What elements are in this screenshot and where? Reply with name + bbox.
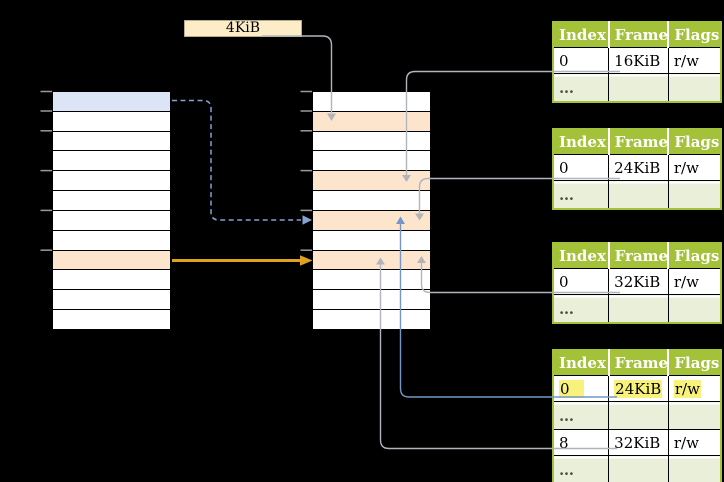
highlighted-value: 24KiB (614, 379, 663, 398)
column-header-index: Index (553, 350, 609, 376)
physical-frame-row (313, 310, 430, 329)
virtual-page-row (53, 111, 170, 132)
column-header-index: Index (553, 22, 609, 48)
virtual-page-row (53, 270, 170, 291)
arrow-virtual-page0-to-frame (172, 99, 301, 221)
virtual-page-row (53, 230, 170, 251)
virtual-memory-column (52, 91, 171, 330)
column-header-frame: Frame (607, 129, 669, 155)
cell-frame (608, 455, 669, 482)
column-header-flags: Flags (667, 129, 721, 155)
cell-frame (608, 73, 669, 102)
virtual-page-row (53, 131, 170, 152)
cell-index: … (553, 294, 609, 323)
cell-flags: r/w (667, 429, 721, 456)
cell-frame: 32KiB (608, 268, 669, 295)
ellipsis-row: … (553, 180, 721, 209)
cell-frame (608, 180, 669, 209)
arrowhead-right-icon (302, 215, 312, 225)
cell-flags (667, 455, 721, 482)
physical-frame-row (313, 92, 430, 112)
cell-index: 0 (553, 47, 609, 74)
cell-flags (667, 294, 721, 323)
cell-index: … (553, 73, 609, 102)
ellipsis-row: … (553, 73, 721, 102)
cell-flags: r/w (667, 47, 721, 74)
physical-frame-row (313, 230, 430, 251)
virtual-page-row (53, 310, 170, 329)
cell-index: … (553, 180, 609, 209)
virtual-page-row (53, 151, 170, 172)
physical-frame-row (313, 131, 430, 152)
physical-frame-row (313, 151, 430, 172)
cell-index: 0 (553, 268, 609, 295)
cell-flags (667, 73, 721, 102)
column-header-flags: Flags (667, 22, 721, 48)
frame-size-label: 4KiB (184, 20, 302, 37)
cell-frame (608, 294, 669, 323)
cell-flags: r/w (667, 268, 721, 295)
physical-frame-row-orange (313, 210, 430, 231)
physical-frame-row-orange (313, 250, 430, 271)
ellipsis-row: … (553, 294, 721, 323)
arrowhead-right-icon (300, 255, 313, 266)
cell-index: 0 (553, 154, 609, 181)
virtual-page-row (53, 210, 170, 231)
cell-flags: r/w (667, 375, 721, 402)
cell-frame (608, 401, 669, 430)
column-header-index: Index (553, 129, 609, 155)
cell-index: 8 (553, 429, 609, 456)
physical-frame-row (313, 290, 430, 311)
cell-frame: 24KiB (608, 154, 669, 181)
entry-row: 0 24KiB r/w (553, 375, 721, 402)
column-header-flags: Flags (667, 350, 721, 376)
column-header-flags: Flags (667, 243, 721, 269)
cell-flags (667, 401, 721, 430)
column-header-index: Index (553, 243, 609, 269)
column-header-frame: Frame (607, 22, 669, 48)
physical-frame-row (313, 270, 430, 291)
virtual-page-row (53, 191, 170, 211)
column-header-frame: Frame (607, 350, 669, 376)
cell-index: … (553, 401, 609, 430)
cell-flags: r/w (667, 154, 721, 181)
virtual-page-row (53, 290, 170, 311)
highlighted-value: r/w (673, 379, 701, 398)
cell-frame: 24KiB (608, 375, 669, 402)
cell-index: 0 (553, 375, 609, 402)
virtual-page-row (53, 171, 170, 192)
ellipsis-row: … (553, 455, 721, 482)
virtual-page-row-orange (53, 250, 170, 271)
highlighted-value: 0 (559, 379, 584, 398)
physical-frame-row (313, 191, 430, 211)
ellipsis-row: … (553, 401, 721, 430)
virtual-page-row-blue (53, 92, 170, 112)
cell-index: … (553, 455, 609, 482)
physical-frame-row-orange (313, 111, 430, 132)
cell-frame: 16KiB (608, 47, 669, 74)
physical-memory-column (312, 91, 431, 330)
frame-size-label-text: 4KiB (225, 20, 261, 36)
cell-flags (667, 180, 721, 209)
column-header-frame: Frame (607, 243, 669, 269)
physical-frame-row-orange (313, 171, 430, 192)
cell-frame: 32KiB (608, 429, 669, 456)
